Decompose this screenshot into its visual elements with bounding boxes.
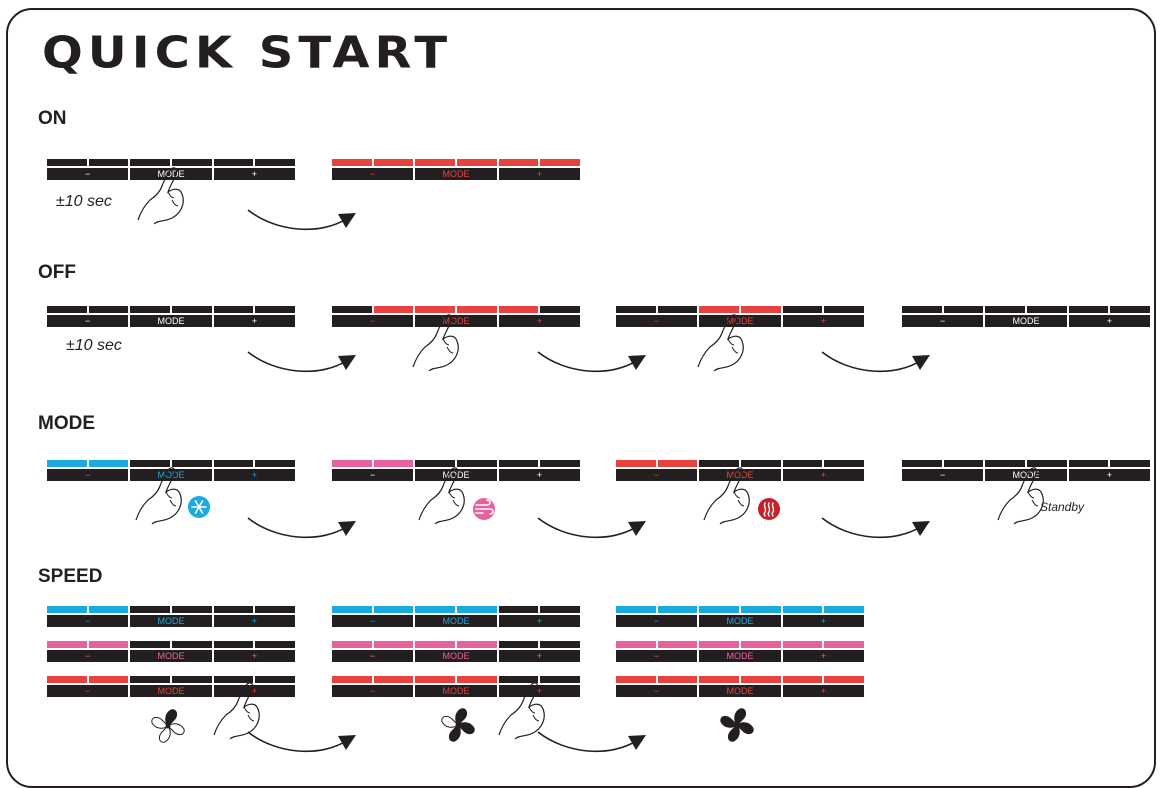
fan-speed-2-icon bbox=[442, 709, 474, 741]
hand-press-icon bbox=[704, 468, 749, 524]
arrow-right-icon bbox=[538, 732, 646, 751]
arrow-right-icon bbox=[822, 352, 930, 371]
arrow-right-icon bbox=[538, 518, 646, 537]
fan-speed-3-icon bbox=[721, 709, 753, 741]
snowflake-icon bbox=[188, 496, 210, 518]
hand-press-icon bbox=[214, 683, 259, 739]
diagram-overlay bbox=[0, 0, 1162, 771]
hand-press-icon bbox=[698, 315, 743, 371]
arrow-right-icon bbox=[248, 352, 356, 371]
hand-press-icon bbox=[138, 168, 183, 224]
wind-icon bbox=[473, 498, 495, 520]
arrow-right-icon bbox=[248, 210, 356, 229]
arrow-right-icon bbox=[822, 518, 930, 537]
hand-press-icon bbox=[419, 468, 464, 524]
arrow-right-icon bbox=[248, 732, 356, 751]
heat-waves-icon bbox=[758, 498, 780, 520]
arrow-right-icon bbox=[538, 352, 646, 371]
hand-press-icon bbox=[998, 468, 1043, 524]
hand-press-icon bbox=[499, 683, 544, 739]
fan-speed-1-icon bbox=[152, 710, 184, 742]
arrow-right-icon bbox=[248, 518, 356, 537]
hand-press-icon bbox=[413, 315, 458, 371]
hand-press-icon bbox=[136, 468, 181, 524]
